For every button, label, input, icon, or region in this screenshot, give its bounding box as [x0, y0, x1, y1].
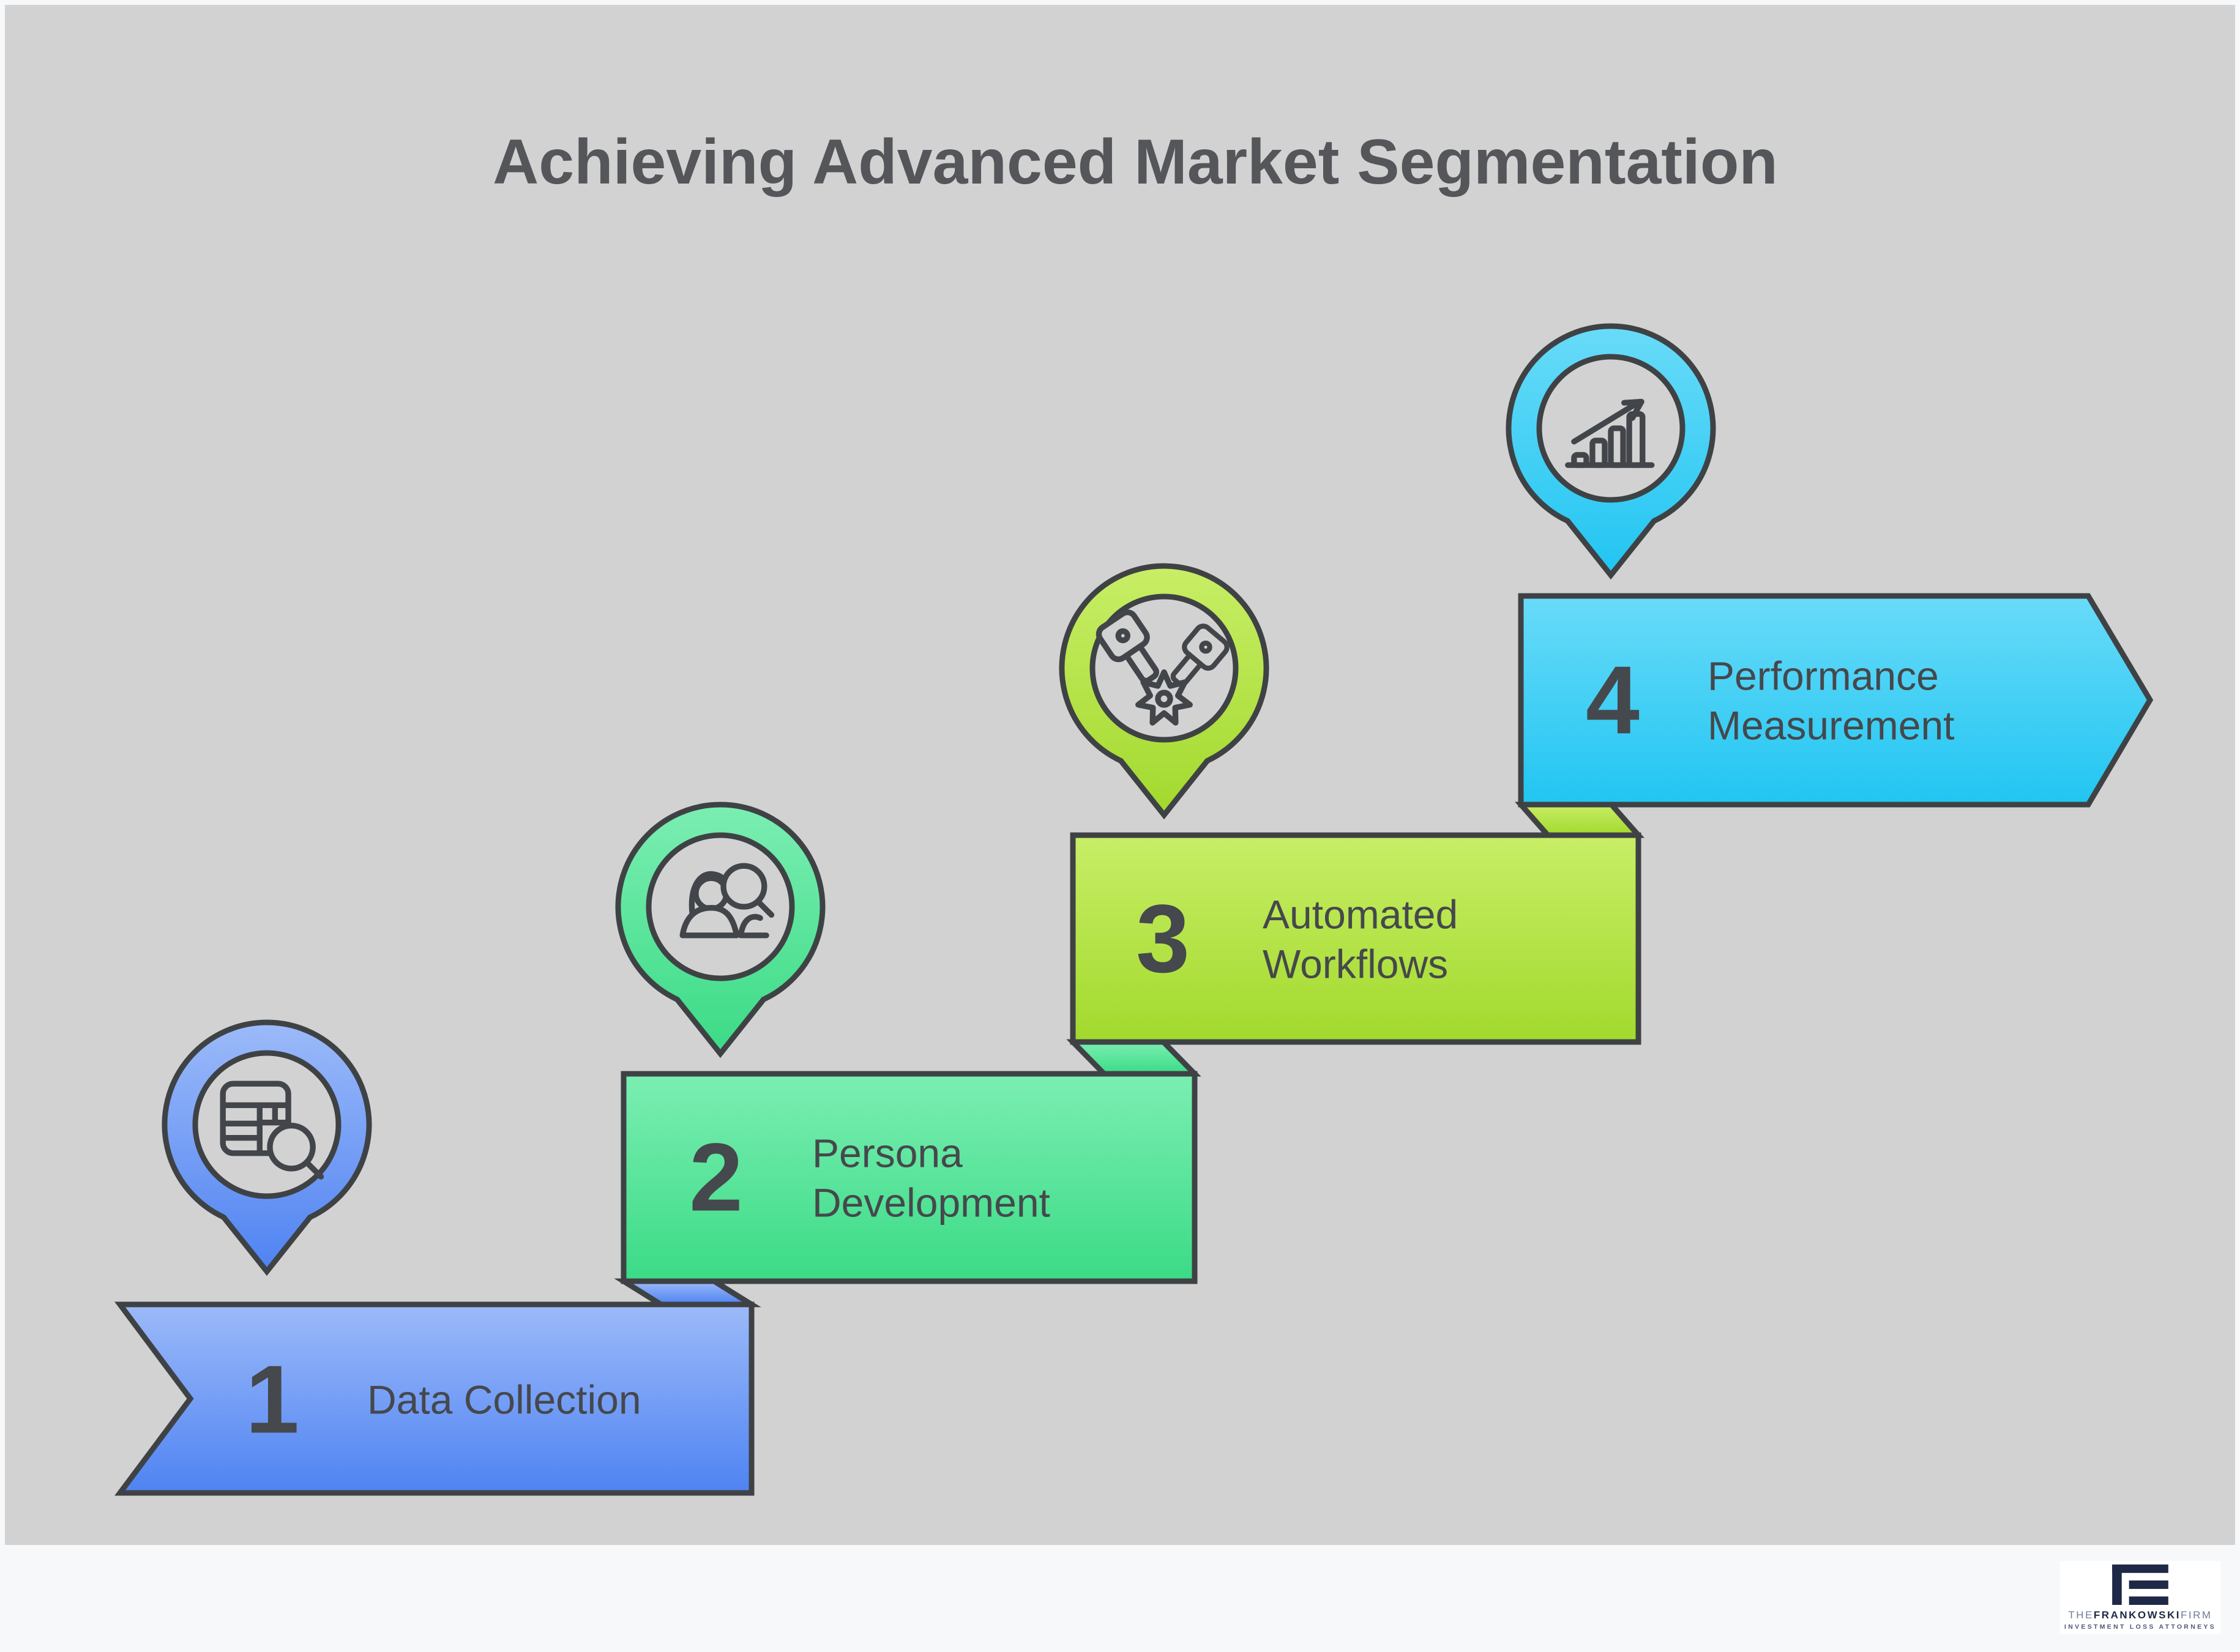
company-logo: THEFRANKOWSKIFIRM INVESTMENT LOSS ATTORN…: [2060, 1561, 2220, 1634]
step-4-number: 4: [1586, 646, 1640, 754]
step-2-pin: [615, 802, 826, 1059]
step-3-label: Automated Workflows: [1263, 891, 1458, 986]
step-4-label: Performance Measurement: [1708, 653, 1955, 748]
logo-firm-name: THEFRANKOWSKIFIRM: [2068, 1609, 2212, 1621]
step-3-number: 3: [1136, 885, 1190, 993]
logo-name-the: THE: [2068, 1609, 2094, 1621]
step-2-number: 2: [689, 1123, 743, 1232]
step-4-pin: [1506, 323, 1716, 580]
table-search-icon: [220, 1081, 324, 1180]
step-3-pin: [1059, 563, 1269, 820]
step-4-banner: [1518, 593, 2154, 808]
step-1-number: 1: [245, 1345, 299, 1454]
step-3-banner: [1070, 832, 1641, 1045]
persona-search-icon: [679, 863, 775, 939]
logo-name-firm: FIRM: [2181, 1609, 2212, 1621]
pistons-gear-icon: [1096, 609, 1230, 726]
step-1-pin: [162, 1019, 372, 1276]
step-1-label: Data Collection: [367, 1377, 641, 1423]
logo-name-frankowski: FRANKOWSKI: [2093, 1609, 2181, 1621]
frankowski-f-logo-icon: [2112, 1565, 2168, 1605]
step-2-banner: [621, 1071, 1198, 1284]
step-2-label: Persona Development: [812, 1130, 1050, 1225]
page-title: Achieving Advanced Market Segmentation: [493, 127, 1778, 198]
growth-chart-icon: [1565, 398, 1655, 468]
step-1-banner: [114, 1301, 755, 1496]
logo-tagline: INVESTMENT LOSS ATTORNEYS: [2064, 1623, 2216, 1631]
